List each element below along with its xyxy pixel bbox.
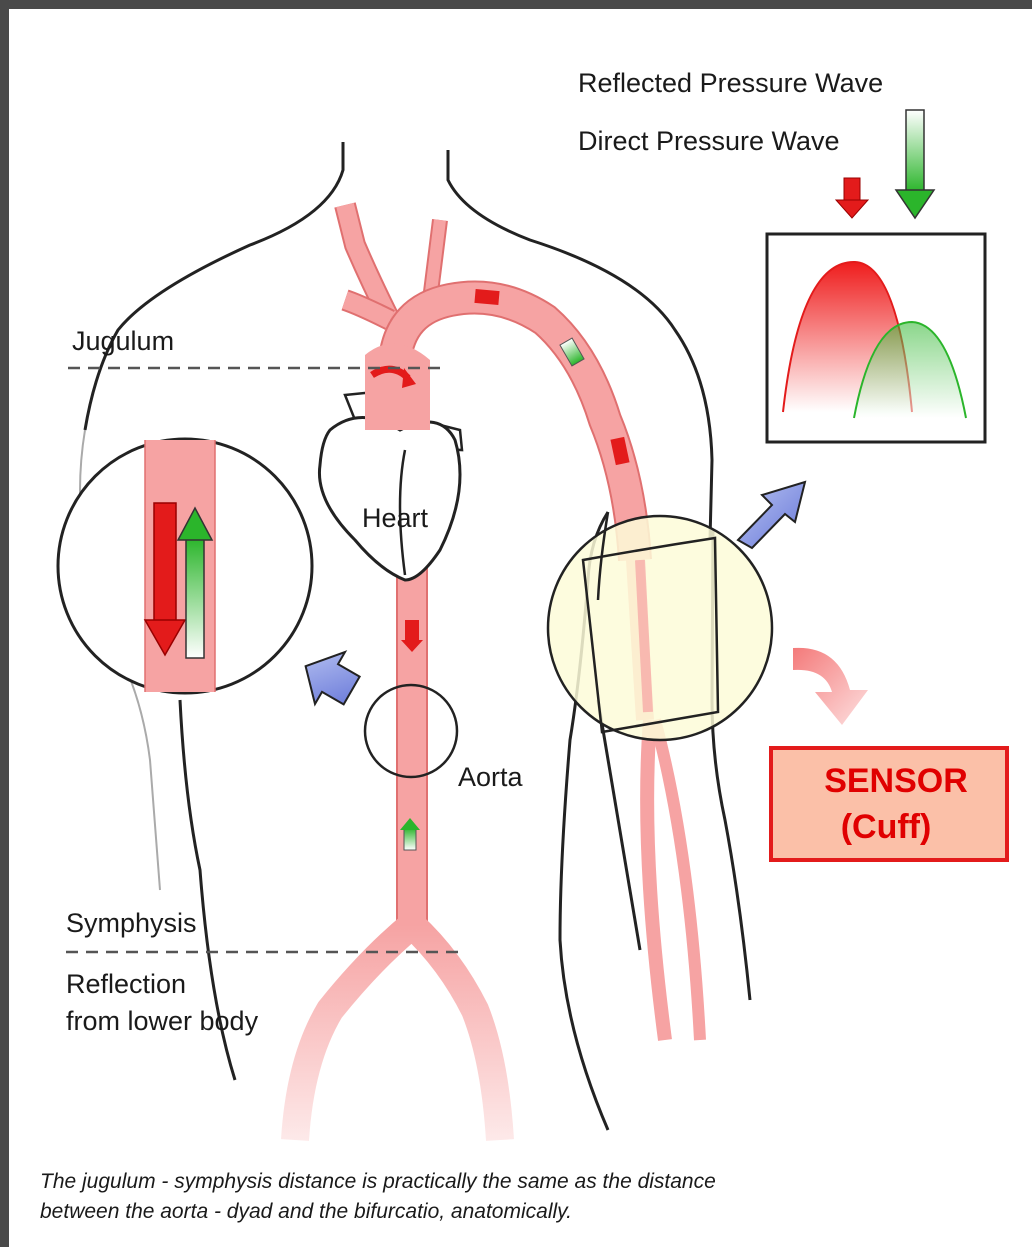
direct-wave-legend-arrow	[836, 178, 868, 218]
zoom-hint-arrow-left	[292, 639, 367, 717]
direct-wave-arrow-large	[154, 503, 176, 623]
reflected-wave-label: Reflected Pressure Wave	[578, 68, 883, 98]
cuff-highlight	[548, 512, 772, 740]
sensor-box: SENSOR (Cuff)	[771, 748, 1007, 860]
sensor-label-line1: SENSOR	[824, 762, 968, 800]
left-shoulder-outline	[85, 142, 343, 430]
sensor-label-line2: (Cuff)	[841, 808, 932, 846]
reflection-label-line1: Reflection	[66, 969, 186, 999]
zoom-hint-arrow-right	[738, 482, 805, 548]
jugulum-label: Jugulum	[72, 326, 174, 356]
aorta-label: Aorta	[458, 762, 524, 792]
reflection-label-line2: from lower body	[66, 1006, 259, 1036]
direct-wave-label: Direct Pressure Wave	[578, 126, 840, 156]
reflected-wave-arrow-large	[186, 538, 204, 658]
heart-illustration: Heart	[319, 344, 462, 580]
reflected-wave-legend-arrow	[896, 110, 934, 218]
magnified-aorta-inset	[58, 439, 312, 693]
heart-label: Heart	[362, 503, 429, 533]
caption-line1: The jugulum - symphysis distance is prac…	[40, 1170, 716, 1193]
symphysis-label: Symphysis	[66, 908, 197, 938]
caption-line2: between the aorta - dyad and the bifurca…	[40, 1200, 572, 1223]
pressure-wave-plot	[767, 234, 985, 442]
signal-arrow-to-sensor	[793, 648, 868, 725]
